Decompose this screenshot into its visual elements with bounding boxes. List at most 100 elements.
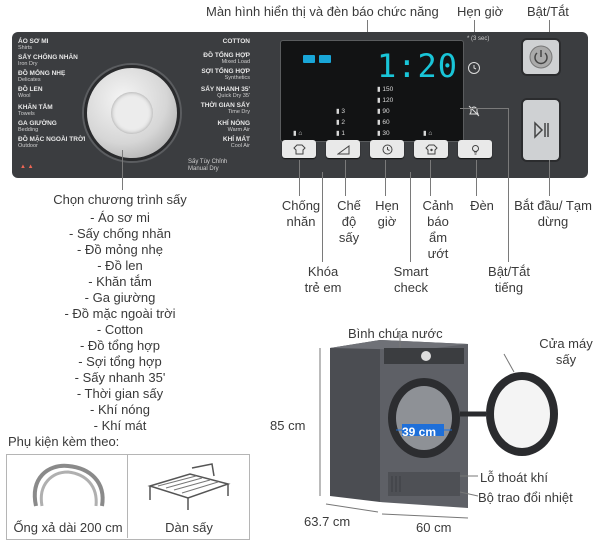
lamp-button[interactable]	[458, 140, 492, 158]
dial-label-sub: Bedding	[18, 127, 39, 133]
drain-hose-icon	[32, 463, 105, 507]
program-item: - Ga giường	[84, 290, 156, 305]
wet-alarm-annotation: Cảnh báo ẩm ướt	[422, 198, 454, 261]
lamp-annotation: Đèn	[470, 198, 494, 213]
program-knob[interactable]	[84, 65, 180, 161]
time-annotation: Hẹn giờ	[375, 198, 399, 229]
program-item: - Sợi tổng hợp	[78, 354, 162, 369]
dial-label-main: SẤY NHANH 35'	[200, 86, 250, 93]
time-120: ▮ 120	[377, 97, 394, 104]
right-dial-label: COTTON	[223, 38, 250, 45]
power-annotation: Bật/Tắt	[527, 4, 569, 19]
accessories-divider	[127, 454, 128, 538]
power-button[interactable]	[521, 38, 561, 76]
leader-line	[476, 160, 477, 196]
door-annotation: Cửa máy sấy	[539, 336, 593, 367]
depth-dimension-line	[325, 503, 379, 513]
timer-indicator	[467, 61, 481, 80]
dial-label-sub: Towels	[18, 111, 35, 117]
smart-check-annotation: Smart check	[393, 264, 429, 295]
level-2: ▮ 2	[336, 119, 346, 126]
program-item: - Áo sơ mi	[90, 210, 150, 225]
tank-annotation: Bình chứa nước	[348, 326, 443, 341]
leader-line	[410, 172, 411, 262]
time-150-text: 150	[382, 86, 394, 93]
level-2-text: 2	[341, 119, 346, 126]
timer-icon	[468, 62, 480, 74]
time-30-text: 30	[382, 130, 390, 137]
time-120-text: 120	[382, 97, 394, 104]
mode-indicator-icon	[319, 55, 331, 63]
manual-dry-vi: Sấy Tùy Chỉnh	[188, 159, 228, 165]
dry-level-button[interactable]	[326, 140, 360, 158]
dial-label-main: THỜI GIAN SẤY	[200, 102, 250, 109]
program-item: - Đồ tổng hợp	[79, 338, 161, 353]
accessories-box	[6, 454, 250, 540]
leader-line	[549, 160, 550, 196]
anti-wrinkle-button[interactable]	[282, 140, 316, 158]
dial-label-main: COTTON	[222, 38, 250, 45]
time-button[interactable]	[370, 140, 404, 158]
dial-label-sub: Cool Air	[230, 143, 250, 149]
time-90-text: 90	[382, 108, 390, 115]
wet-shirt-icon	[424, 144, 438, 154]
shirt-indicator-icon	[303, 55, 315, 63]
dial-label-main: ĐỒ LEN	[18, 86, 43, 93]
level-3: ▮ 3	[336, 108, 346, 115]
dryer-illustration	[319, 334, 558, 519]
dial-label-sub: Warm Air	[227, 127, 250, 133]
program-item: - Khí mát	[93, 418, 147, 433]
leader-line	[385, 160, 386, 196]
time-90: ▮ 90	[377, 108, 390, 115]
hold-note: * (3 sec)	[467, 36, 490, 42]
door-leader	[503, 353, 515, 373]
dial-label-main: ĐỒ MỎNG NHẸ	[18, 70, 66, 77]
wet-alarm-button[interactable]	[414, 140, 448, 158]
leader-line	[122, 150, 123, 190]
accessories-title: Phụ kiện kèm theo:	[8, 434, 120, 449]
program-list-title: Chọn chương trình sấy	[53, 192, 187, 207]
start-pause-button[interactable]	[521, 98, 561, 162]
dryer-knob	[421, 351, 431, 361]
mute-indicator	[467, 104, 481, 123]
timer-annotation: Hẹn giờ	[457, 4, 504, 19]
program-item: - Thời gian sấy	[76, 386, 164, 401]
dial-label-sub: Time Dry	[227, 109, 250, 115]
drum	[396, 386, 452, 450]
level-1: ▮ 1	[336, 130, 346, 137]
door-glass	[494, 380, 550, 448]
dial-label-sub: Delicates	[18, 77, 41, 83]
dry-level-icon	[336, 144, 349, 154]
dial-label-sub: Quick Dry 35'	[217, 93, 250, 99]
dial-label-main: GA GIƯỜNG	[18, 120, 57, 127]
anti-wrinkle-text: Chống nhăn	[281, 198, 321, 229]
program-item: - Đồ len	[97, 258, 143, 273]
vent-annotation: Lỗ thoát khí	[480, 470, 548, 485]
clock-icon	[382, 144, 392, 154]
dry-level-annotation: Chế độ sấy	[337, 198, 361, 245]
dial-label-main: KHÍ NÓNG	[217, 120, 251, 127]
sound-annotation: Bật/Tắt tiếng	[488, 264, 530, 295]
heat-exchanger-annotation: Bộ trao đổi nhiệt	[478, 490, 573, 505]
program-item: - Sấy chống nhăn	[69, 226, 171, 241]
dial-label-main: KHĂN TẮM	[18, 104, 53, 111]
heat-exchanger-cover	[388, 472, 460, 496]
width-dimension-line	[381, 513, 469, 519]
wet-alarm-indicator-icon: ▮ ⌂	[423, 130, 433, 137]
leader-line	[345, 160, 346, 196]
dial-label-sub: Mixed Load	[221, 59, 250, 65]
right-dial-label: SẤY NHANH 35'Quick Dry 35'	[201, 86, 250, 100]
time-readout: 1:20	[377, 47, 459, 85]
drying-rack-icon	[147, 463, 231, 510]
dial-label-sub: Shirts	[18, 45, 33, 51]
manual-dry-en: Manual Dry	[188, 166, 219, 172]
